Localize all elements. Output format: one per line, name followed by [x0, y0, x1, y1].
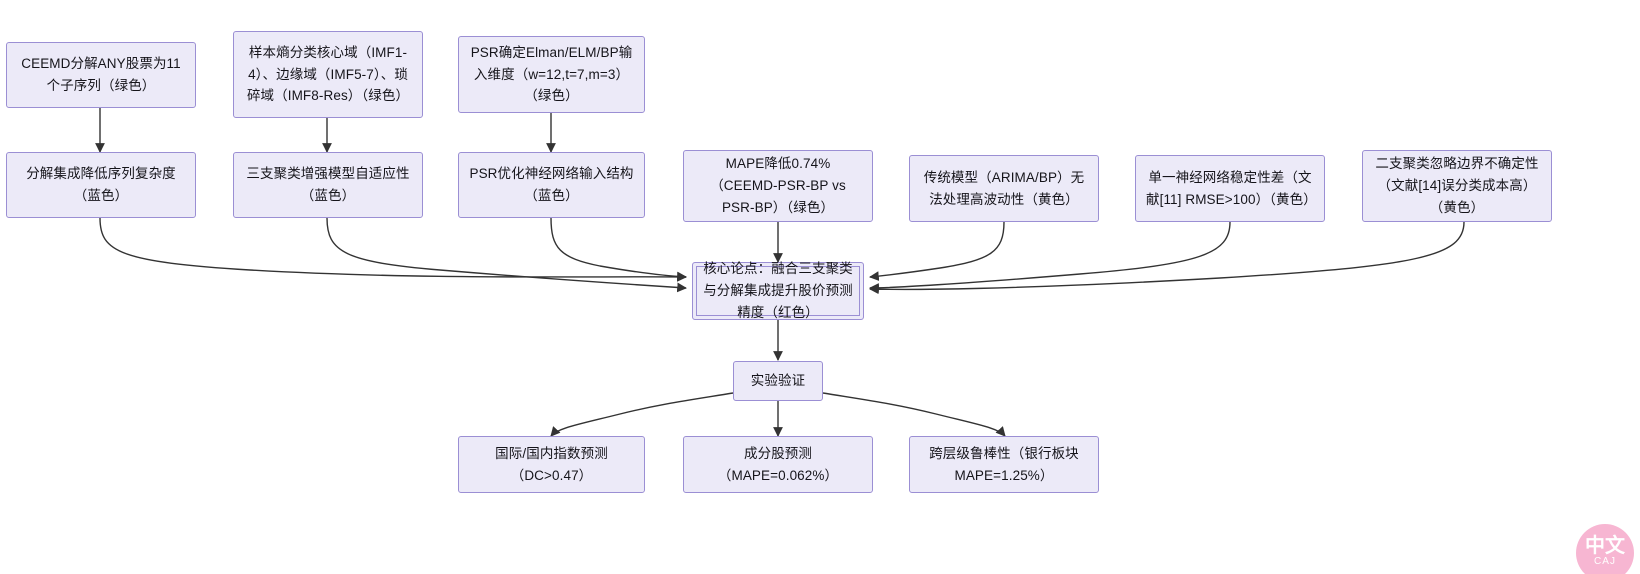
node-constituent-forecast-label: 成分股预测（MAPE=0.062%）	[717, 445, 839, 483]
node-mape-drop[interactable]: MAPE降低0.74%（CEEMD-PSR-BP vs PSR-BP）（绿色）	[683, 150, 873, 222]
edge-optimize-to-core	[550, 217, 687, 282]
edge-complexity-to-core	[99, 217, 687, 282]
edge-experiment-to-robust	[822, 392, 1006, 437]
watermark-main: 中文	[1585, 535, 1625, 558]
node-cross-level-robust[interactable]: 跨层级鲁棒性（银行板块MAPE=1.25%）	[909, 436, 1099, 493]
node-ceemd-decompose-label: CEEMD分解ANY股票为11个子序列（绿色）	[21, 56, 181, 93]
edge-twoway-to-core	[869, 221, 1465, 295]
node-experiment[interactable]: 实验验证	[733, 361, 823, 401]
node-core-claim-label: 核心论点：融合三支聚类与分解集成提升股价预测精度（红色）	[703, 261, 853, 320]
node-psr-dimension-label: PSR确定Elman/ELM/BP输入维度（w=12,t=7,m=3）（绿色）	[470, 44, 633, 104]
node-three-way-adaptive[interactable]: 三支聚类增强模型自适应性（蓝色）	[233, 152, 423, 218]
node-single-nn-label: 单一神经网络稳定性差（文献[11] RMSE>100）（黄色）	[1146, 169, 1317, 207]
edge-experiment-to-index	[550, 392, 734, 437]
node-psr-optimize[interactable]: PSR优化神经网络输入结构（蓝色）	[458, 152, 645, 218]
node-ceemd-decompose[interactable]: CEEMD分解ANY股票为11个子序列（绿色）	[6, 42, 196, 108]
node-two-way-cluster-label: 二支聚类忽略边界不确定性（文献[14]误分类成本高）（黄色）	[1375, 156, 1539, 215]
node-psr-dimension[interactable]: PSR确定Elman/ELM/BP输入维度（w=12,t=7,m=3）（绿色）	[458, 36, 645, 113]
node-core-claim[interactable]: 核心论点：融合三支聚类与分解集成提升股价预测精度（红色）	[692, 261, 864, 320]
node-two-way-cluster[interactable]: 二支聚类忽略边界不确定性（文献[14]误分类成本高）（黄色）	[1362, 150, 1552, 222]
node-single-nn[interactable]: 单一神经网络稳定性差（文献[11] RMSE>100）（黄色）	[1135, 155, 1325, 222]
edge-traditional-to-core	[869, 221, 1005, 281]
node-decompose-complexity-label: 分解集成降低序列复杂度（蓝色）	[26, 166, 176, 203]
node-psr-optimize-label: PSR优化神经网络输入结构（蓝色）	[469, 166, 634, 203]
node-traditional-model-label: 传统模型（ARIMA/BP）无法处理高波动性（黄色）	[923, 169, 1085, 207]
node-constituent-forecast[interactable]: 成分股预测（MAPE=0.062%）	[683, 436, 873, 493]
node-index-forecast-label: 国际/国内指数预测（DC>0.47）	[495, 445, 608, 483]
node-three-way-adaptive-label: 三支聚类增强模型自适应性（蓝色）	[246, 166, 410, 203]
node-mape-drop-label: MAPE降低0.74%（CEEMD-PSR-BP vs PSR-BP）（绿色）	[710, 156, 850, 215]
node-experiment-label: 实验验证	[750, 373, 806, 389]
node-traditional-model[interactable]: 传统模型（ARIMA/BP）无法处理高波动性（黄色）	[909, 155, 1099, 222]
edge-adaptive-to-core	[326, 217, 687, 293]
node-sample-entropy[interactable]: 样本熵分类核心域（IMF1-4）、边缘域（IMF5-7）、琐碎域（IMF8-Re…	[233, 31, 423, 118]
node-sample-entropy-label: 样本熵分类核心域（IMF1-4）、边缘域（IMF5-7）、琐碎域（IMF8-Re…	[246, 44, 410, 104]
watermark-sub: CAJ	[1594, 556, 1616, 568]
edge-singlenn-to-core	[869, 221, 1231, 293]
watermark-badge: 中文 CAJ	[1576, 524, 1634, 574]
node-cross-level-robust-label: 跨层级鲁棒性（银行板块MAPE=1.25%）	[929, 445, 1079, 483]
node-decompose-complexity[interactable]: 分解集成降低序列复杂度（蓝色）	[6, 152, 196, 218]
node-index-forecast[interactable]: 国际/国内指数预测（DC>0.47）	[458, 436, 645, 493]
